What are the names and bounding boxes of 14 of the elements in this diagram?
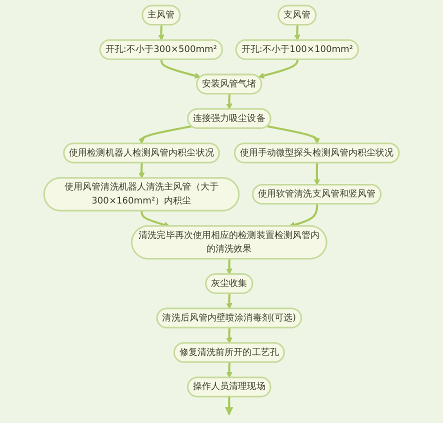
arrow <box>138 162 145 179</box>
arrow <box>160 59 201 79</box>
arrow <box>226 258 232 275</box>
arrow <box>226 362 232 378</box>
arrow <box>158 25 164 41</box>
arrow <box>314 162 320 186</box>
arrow <box>224 396 234 416</box>
arrow <box>258 59 299 79</box>
arrow <box>226 293 232 310</box>
arrow <box>226 94 232 110</box>
arrow <box>294 25 300 41</box>
arrow <box>226 328 232 344</box>
arrow <box>138 125 192 144</box>
arrow <box>267 125 320 144</box>
